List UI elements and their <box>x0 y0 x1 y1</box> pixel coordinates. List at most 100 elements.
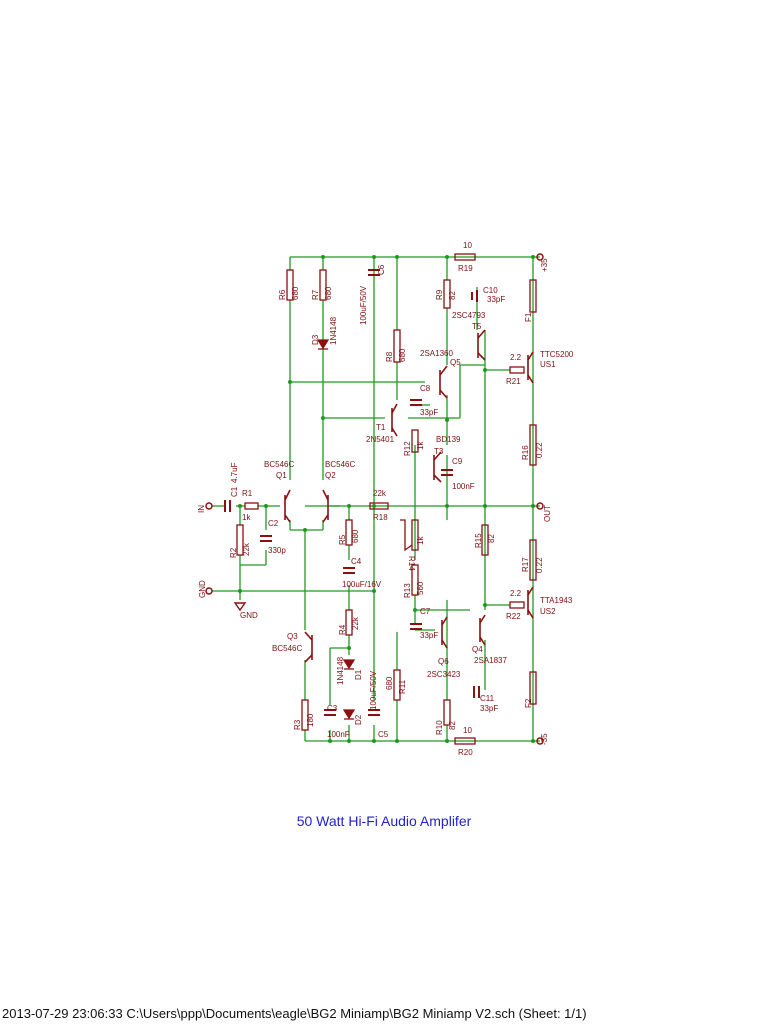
label-gnd-symbol: GND <box>240 611 258 620</box>
port-gnd <box>205 587 213 595</box>
resistor-r18 <box>369 502 389 510</box>
label-q2: Q2 <box>325 471 336 480</box>
resistor-r16 <box>529 424 537 466</box>
label-r21-val: 2.2 <box>510 353 522 362</box>
label-us2-val: TTA1943 <box>540 596 573 605</box>
label-r2: R2 <box>229 547 238 558</box>
label-q5-val: 2SA1360 <box>420 349 453 358</box>
label-q2-val: BC546C <box>325 460 355 469</box>
label-r22-val: 2.2 <box>510 589 522 598</box>
label-r1-val: 1k <box>242 513 251 522</box>
label-r8-val: 680 <box>398 348 407 362</box>
label-c10: C10 <box>483 286 498 295</box>
port-plus35 <box>536 253 544 261</box>
port-out <box>536 502 544 510</box>
resistor-r19 <box>454 253 476 261</box>
diodes <box>316 339 356 720</box>
resistor-r10 <box>443 699 451 726</box>
label-r4: R4 <box>338 624 347 635</box>
label-r14-val: 1k <box>416 536 425 545</box>
label-out: OUT <box>543 505 552 522</box>
port-minus35 <box>536 737 544 745</box>
label-c5: C5 <box>378 730 389 739</box>
label-d1: D1 <box>354 669 363 680</box>
label-r9-val: 82 <box>448 291 457 300</box>
fuse-f2 <box>529 671 537 705</box>
label-r12-val: 1k <box>416 441 425 450</box>
label-q5: Q5 <box>450 358 461 367</box>
resistor-r17 <box>529 539 537 581</box>
schematic-title: 50 Watt Hi-Fi Audio Amplifer <box>296 813 472 829</box>
label-r21: R21 <box>506 377 521 386</box>
label-r3: R3 <box>293 719 302 730</box>
label-c9-val: 100nF <box>452 482 475 491</box>
label-plus35: +35 <box>540 258 549 272</box>
label-r11: R11 <box>398 679 407 694</box>
label-d1-val: 1N4148 <box>336 656 345 685</box>
label-r17-val: 0.22 <box>535 557 544 573</box>
label-r20-val: 10 <box>463 726 472 735</box>
label-r19-val: 10 <box>463 241 472 250</box>
label-c6-val: 100uF/50V <box>359 285 368 325</box>
label-t1: T1 <box>376 423 386 432</box>
label-t1-val: 2N5401 <box>366 435 395 444</box>
label-c7: C7 <box>420 607 431 616</box>
label-c1-val: 4.7uF <box>230 462 239 483</box>
label-r16: R16 <box>521 445 530 460</box>
label-t3-val: BD139 <box>436 435 461 444</box>
label-r13-val: 560 <box>416 581 425 595</box>
label-r22: R22 <box>506 612 521 621</box>
resistor-r9 <box>443 279 451 309</box>
resistor-r13 <box>411 564 419 596</box>
label-r8: R8 <box>385 351 394 362</box>
file-path-footer: 2013-07-29 23:06:33 C:\Users\ppp\Documen… <box>2 1006 587 1021</box>
capacitors <box>224 269 480 716</box>
label-c11: C11 <box>480 694 495 703</box>
label-q6: Q6 <box>438 657 449 666</box>
label-r15-val: 82 <box>487 534 496 543</box>
label-r1: R1 <box>242 489 253 498</box>
resistor-r8 <box>393 329 401 363</box>
label-r20: R20 <box>458 748 473 757</box>
label-c3: C3 <box>327 704 338 713</box>
transistors <box>284 329 534 663</box>
ports <box>205 253 544 745</box>
potentiometer-r14 <box>411 519 419 551</box>
label-r14: R14 <box>407 556 416 571</box>
label-f2: F2 <box>524 698 533 708</box>
resistor-r20 <box>454 737 476 745</box>
resistor-r5 <box>345 519 353 546</box>
label-c5-val: 100uF/50V <box>369 670 378 710</box>
label-c8: C8 <box>420 384 431 393</box>
label-r18-val: 22k <box>373 489 387 498</box>
label-r3-val: 180 <box>306 713 315 727</box>
label-t5-val: 2SC4793 <box>452 311 486 320</box>
port-in <box>205 502 213 510</box>
label-q1-val: BC546C <box>264 460 294 469</box>
wires <box>212 256 540 742</box>
label-us1-val: TTC5200 <box>540 350 574 359</box>
label-c2: C2 <box>268 519 279 528</box>
resistor-r2 <box>236 524 244 556</box>
label-r15: R15 <box>474 533 483 548</box>
ground-symbol <box>233 602 247 612</box>
label-c1: C1 <box>230 486 239 497</box>
label-c2-val: 330p <box>268 546 286 555</box>
label-d3: D3 <box>311 334 320 345</box>
label-r11-val: 680 <box>385 676 394 690</box>
label-q4-val: 2SA1837 <box>474 656 507 665</box>
components <box>236 253 537 745</box>
resistor-r3 <box>301 699 309 731</box>
label-minus35: -35 <box>540 733 549 745</box>
label-q4: Q4 <box>472 645 483 654</box>
label-r4-val: 22k <box>351 616 360 630</box>
label-r17: R17 <box>521 557 530 572</box>
resistor-r22 <box>509 601 525 609</box>
label-r19: R19 <box>458 264 473 273</box>
label-r6-val: 680 <box>291 286 300 300</box>
label-r9: R9 <box>435 289 444 300</box>
resistor-r7 <box>319 269 327 301</box>
label-r12: R12 <box>403 441 412 456</box>
junctions <box>238 255 535 743</box>
label-c4: C4 <box>351 557 362 566</box>
